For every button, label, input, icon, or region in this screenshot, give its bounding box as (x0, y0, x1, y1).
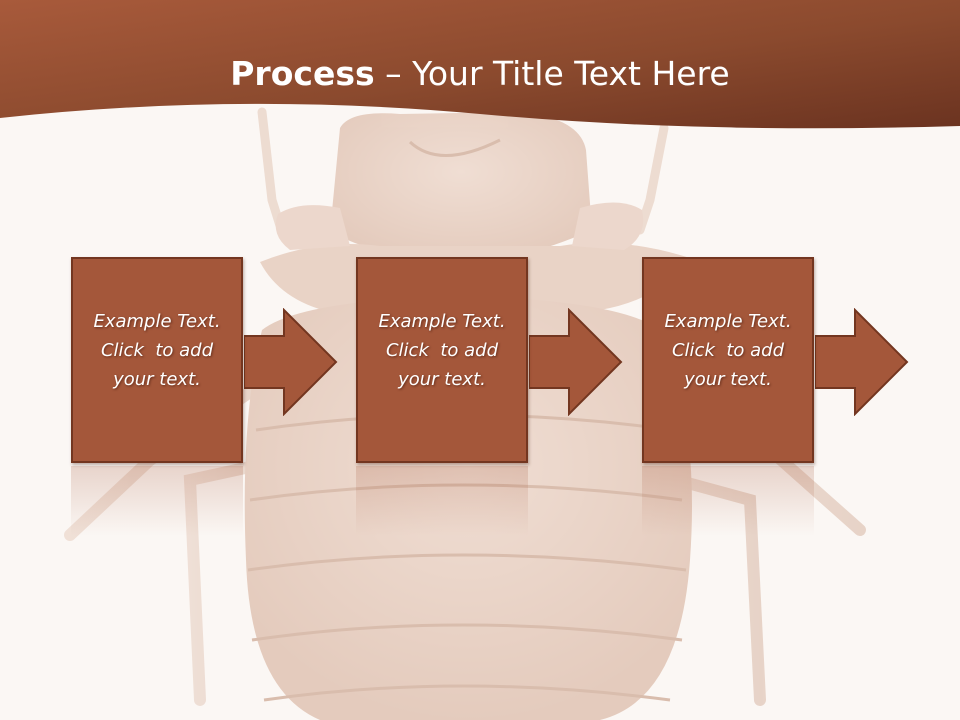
step-reflection (356, 466, 528, 536)
header-band (0, 0, 960, 129)
slide-title[interactable]: Process – Your Title Text Here (0, 52, 960, 96)
step-text-line: Click to add (671, 339, 784, 361)
right-arrow-icon (244, 308, 338, 416)
step-reflection (71, 466, 243, 536)
step-text-line: your text. (684, 368, 772, 390)
step-box-1[interactable]: Example Text. Click to add your text. (71, 257, 243, 463)
step-text: Example Text. Click to add your text. (367, 307, 517, 394)
step-text-line: your text. (398, 368, 486, 390)
step-text-line: Click to add (100, 339, 213, 361)
right-arrow-icon (815, 308, 909, 416)
right-arrow-icon (529, 308, 623, 416)
step-text-line: Example Text. (378, 310, 506, 332)
step-box-3[interactable]: Example Text. Click to add your text. (642, 257, 814, 463)
step-text-line: Example Text. (664, 310, 792, 332)
step-text-line: your text. (113, 368, 201, 390)
step-text-line: Click to add (385, 339, 498, 361)
title-rest: – Your Title Text Here (374, 54, 730, 93)
step-text: Example Text. Click to add your text. (82, 307, 232, 394)
step-reflection (642, 466, 814, 536)
title-strong: Process (230, 54, 375, 93)
step-box-2[interactable]: Example Text. Click to add your text. (356, 257, 528, 463)
step-text-line: Example Text. (93, 310, 221, 332)
step-text: Example Text. Click to add your text. (653, 307, 803, 394)
